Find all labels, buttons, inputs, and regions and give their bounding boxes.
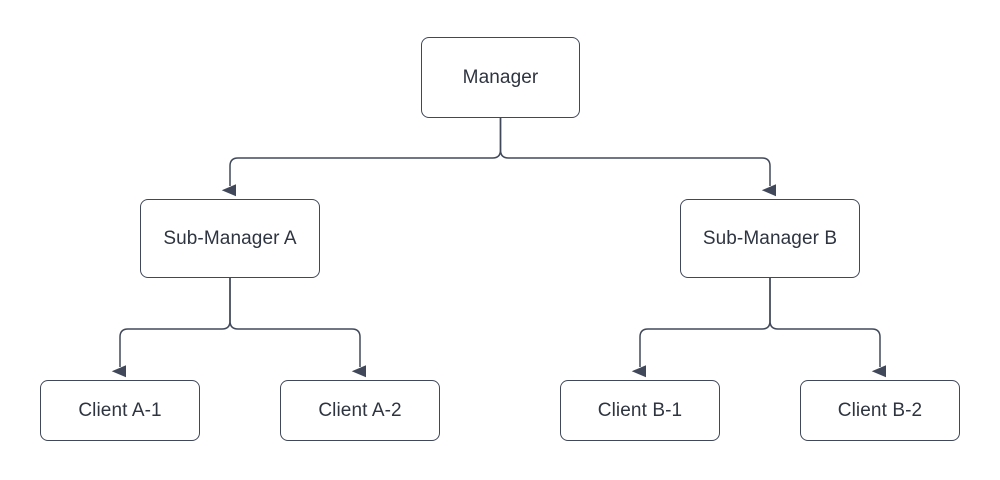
edge-sub-a-to-client-a2	[229, 278, 366, 378]
node-client-b-2[interactable]: Client B-2	[800, 380, 960, 441]
node-manager-label: Manager	[462, 67, 539, 88]
node-sub-manager-a[interactable]: Sub-Manager A	[140, 199, 320, 278]
node-client-a-2-label: Client A-2	[318, 400, 402, 421]
node-client-a-1[interactable]: Client A-1	[40, 380, 200, 441]
edge-sub-b-to-client-b1	[631, 278, 771, 378]
node-client-b-2-label: Client B-2	[837, 400, 923, 421]
node-sub-manager-b[interactable]: Sub-Manager B	[680, 199, 860, 278]
node-sub-manager-b-label: Sub-Manager B	[702, 228, 838, 249]
node-client-b-1[interactable]: Client B-1	[560, 380, 720, 441]
node-client-b-1-label: Client B-1	[597, 400, 683, 421]
edge-manager-to-sub-a	[221, 118, 502, 197]
edge-sub-a-to-client-a1	[111, 278, 231, 378]
node-client-a-2[interactable]: Client A-2	[280, 380, 440, 441]
node-sub-manager-a-label: Sub-Manager A	[163, 228, 297, 249]
edge-sub-b-to-client-b2	[769, 278, 886, 378]
edge-manager-to-sub-b	[499, 118, 776, 197]
node-client-a-1-label: Client A-1	[78, 400, 162, 421]
node-manager[interactable]: Manager	[421, 37, 580, 118]
